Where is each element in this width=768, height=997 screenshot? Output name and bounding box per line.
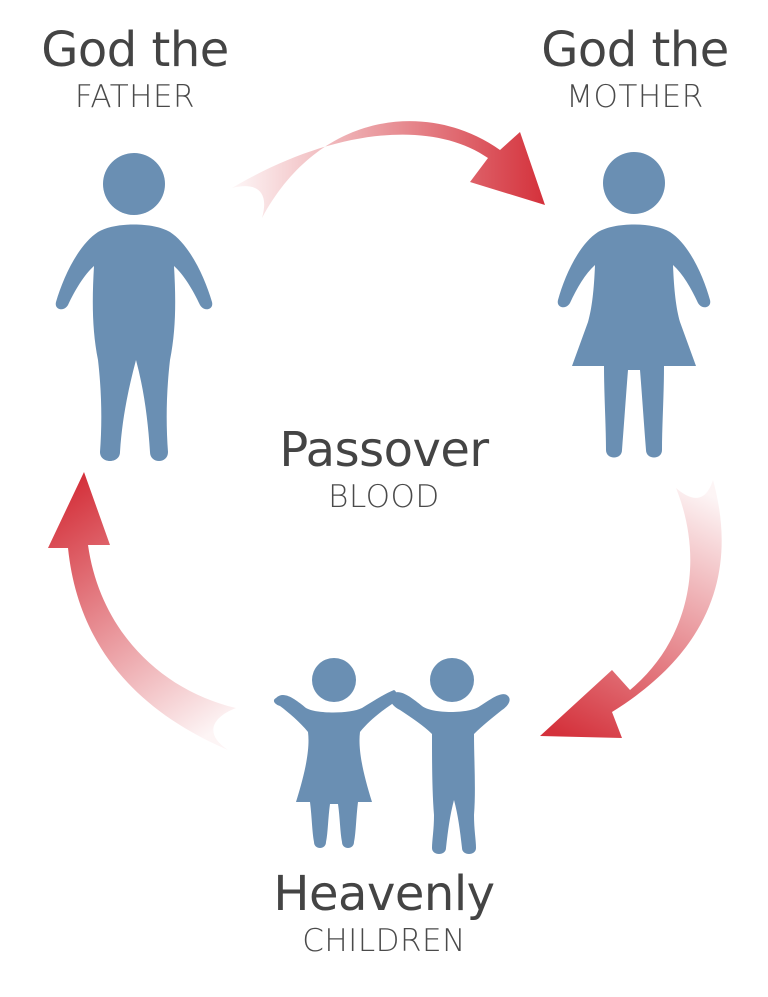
center-subtitle: BLOOD — [328, 478, 440, 515]
curved-arrow-icon — [232, 121, 545, 218]
man-figure-icon — [55, 153, 213, 461]
mother-title: God the — [541, 22, 729, 78]
curved-arrow-icon — [48, 472, 236, 750]
children-figures-icon — [273, 658, 510, 854]
children-subtitle: CHILDREN — [302, 922, 466, 959]
mother-label: God the MOTHER — [520, 24, 750, 117]
children-title: Heavenly — [273, 866, 495, 922]
center-label: Passover BLOOD — [250, 424, 518, 517]
center-title: Passover — [279, 422, 489, 478]
father-label: God the FATHER — [20, 24, 250, 117]
father-subtitle: FATHER — [74, 78, 196, 115]
woman-figure-icon — [557, 152, 711, 458]
mother-subtitle: MOTHER — [566, 78, 704, 115]
father-title: God the — [41, 22, 229, 78]
curved-arrow-icon — [540, 480, 722, 738]
children-label: Heavenly CHILDREN — [240, 868, 528, 961]
